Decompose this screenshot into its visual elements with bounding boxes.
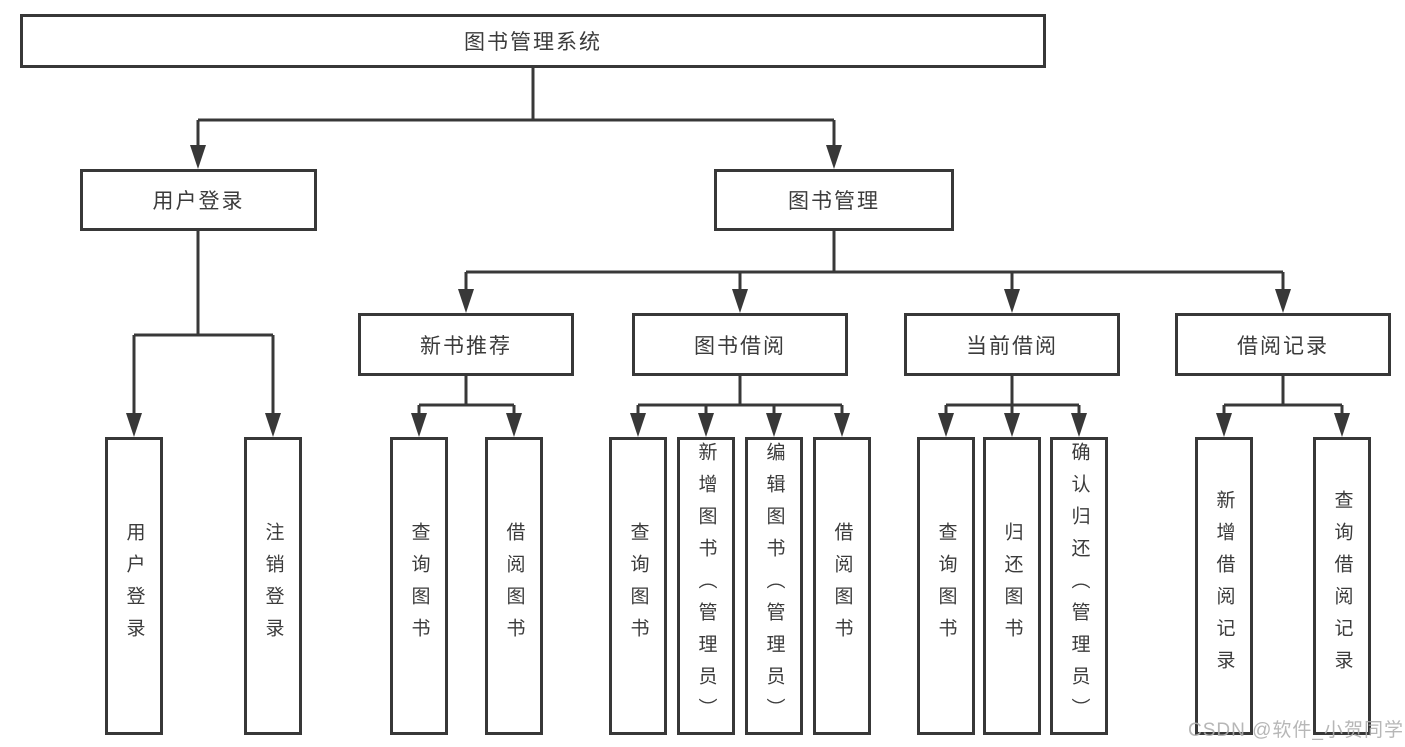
node-new-book-recommendation: 新书推荐 bbox=[358, 313, 574, 376]
watermark: CSDN @软件_小贺同学 bbox=[1188, 720, 1404, 741]
leaf-query-books-borrowing: 查询图书 bbox=[609, 437, 667, 735]
node-label: 借阅记录 bbox=[1237, 334, 1329, 358]
node-current-borrowing: 当前借阅 bbox=[904, 313, 1120, 376]
node-user-login: 用户登录 bbox=[80, 169, 317, 231]
node-label: 当前借阅 bbox=[966, 334, 1058, 358]
leaf-borrow-books-recommend: 借阅图书 bbox=[485, 437, 543, 735]
node-label: 新书推荐 bbox=[420, 334, 512, 358]
node-label: 图书管理系统 bbox=[464, 31, 602, 54]
node-label: 图书借阅 bbox=[694, 334, 786, 358]
node-label: 借阅图书 bbox=[831, 522, 853, 650]
leaf-borrow-books-borrowing: 借阅图书 bbox=[813, 437, 871, 735]
node-label: 借阅图书 bbox=[503, 522, 525, 650]
node-label: 查询图书 bbox=[935, 522, 957, 650]
arrowheads bbox=[126, 145, 1350, 437]
tree-edges bbox=[132, 68, 1344, 418]
node-label: 编辑图书（管理员） bbox=[763, 442, 785, 730]
node-label: 归还图书 bbox=[1001, 522, 1023, 650]
leaf-add-book-admin: 新增图书（管理员） bbox=[677, 437, 735, 735]
node-label: 注销登录 bbox=[262, 522, 284, 650]
node-label: 新增借阅记录 bbox=[1213, 490, 1235, 682]
leaf-query-books-current: 查询图书 bbox=[917, 437, 975, 735]
leaf-logout: 注销登录 bbox=[244, 437, 302, 735]
leaf-query-books-recommend: 查询图书 bbox=[390, 437, 448, 735]
node-library-system: 图书管理系统 bbox=[20, 14, 1046, 68]
leaf-add-borrow-record: 新增借阅记录 bbox=[1195, 437, 1253, 735]
leaf-return-book: 归还图书 bbox=[983, 437, 1041, 735]
leaf-edit-book-admin: 编辑图书（管理员） bbox=[745, 437, 803, 735]
node-label: 查询图书 bbox=[408, 522, 430, 650]
leaf-user-login: 用户登录 bbox=[105, 437, 163, 735]
node-label: 新增图书（管理员） bbox=[695, 442, 717, 730]
node-label: 确认归还（管理员） bbox=[1068, 442, 1090, 730]
node-book-borrowing: 图书借阅 bbox=[632, 313, 848, 376]
leaf-confirm-return-admin: 确认归还（管理员） bbox=[1050, 437, 1108, 735]
node-label: 查询借阅记录 bbox=[1331, 490, 1353, 682]
node-label: 查询图书 bbox=[627, 522, 649, 650]
node-label: 图书管理 bbox=[788, 190, 880, 213]
node-label: 用户登录 bbox=[152, 190, 245, 213]
node-borrowing-records: 借阅记录 bbox=[1175, 313, 1391, 376]
leaf-query-borrow-record: 查询借阅记录 bbox=[1313, 437, 1371, 735]
node-label: 用户登录 bbox=[123, 522, 145, 650]
node-book-management: 图书管理 bbox=[714, 169, 954, 231]
